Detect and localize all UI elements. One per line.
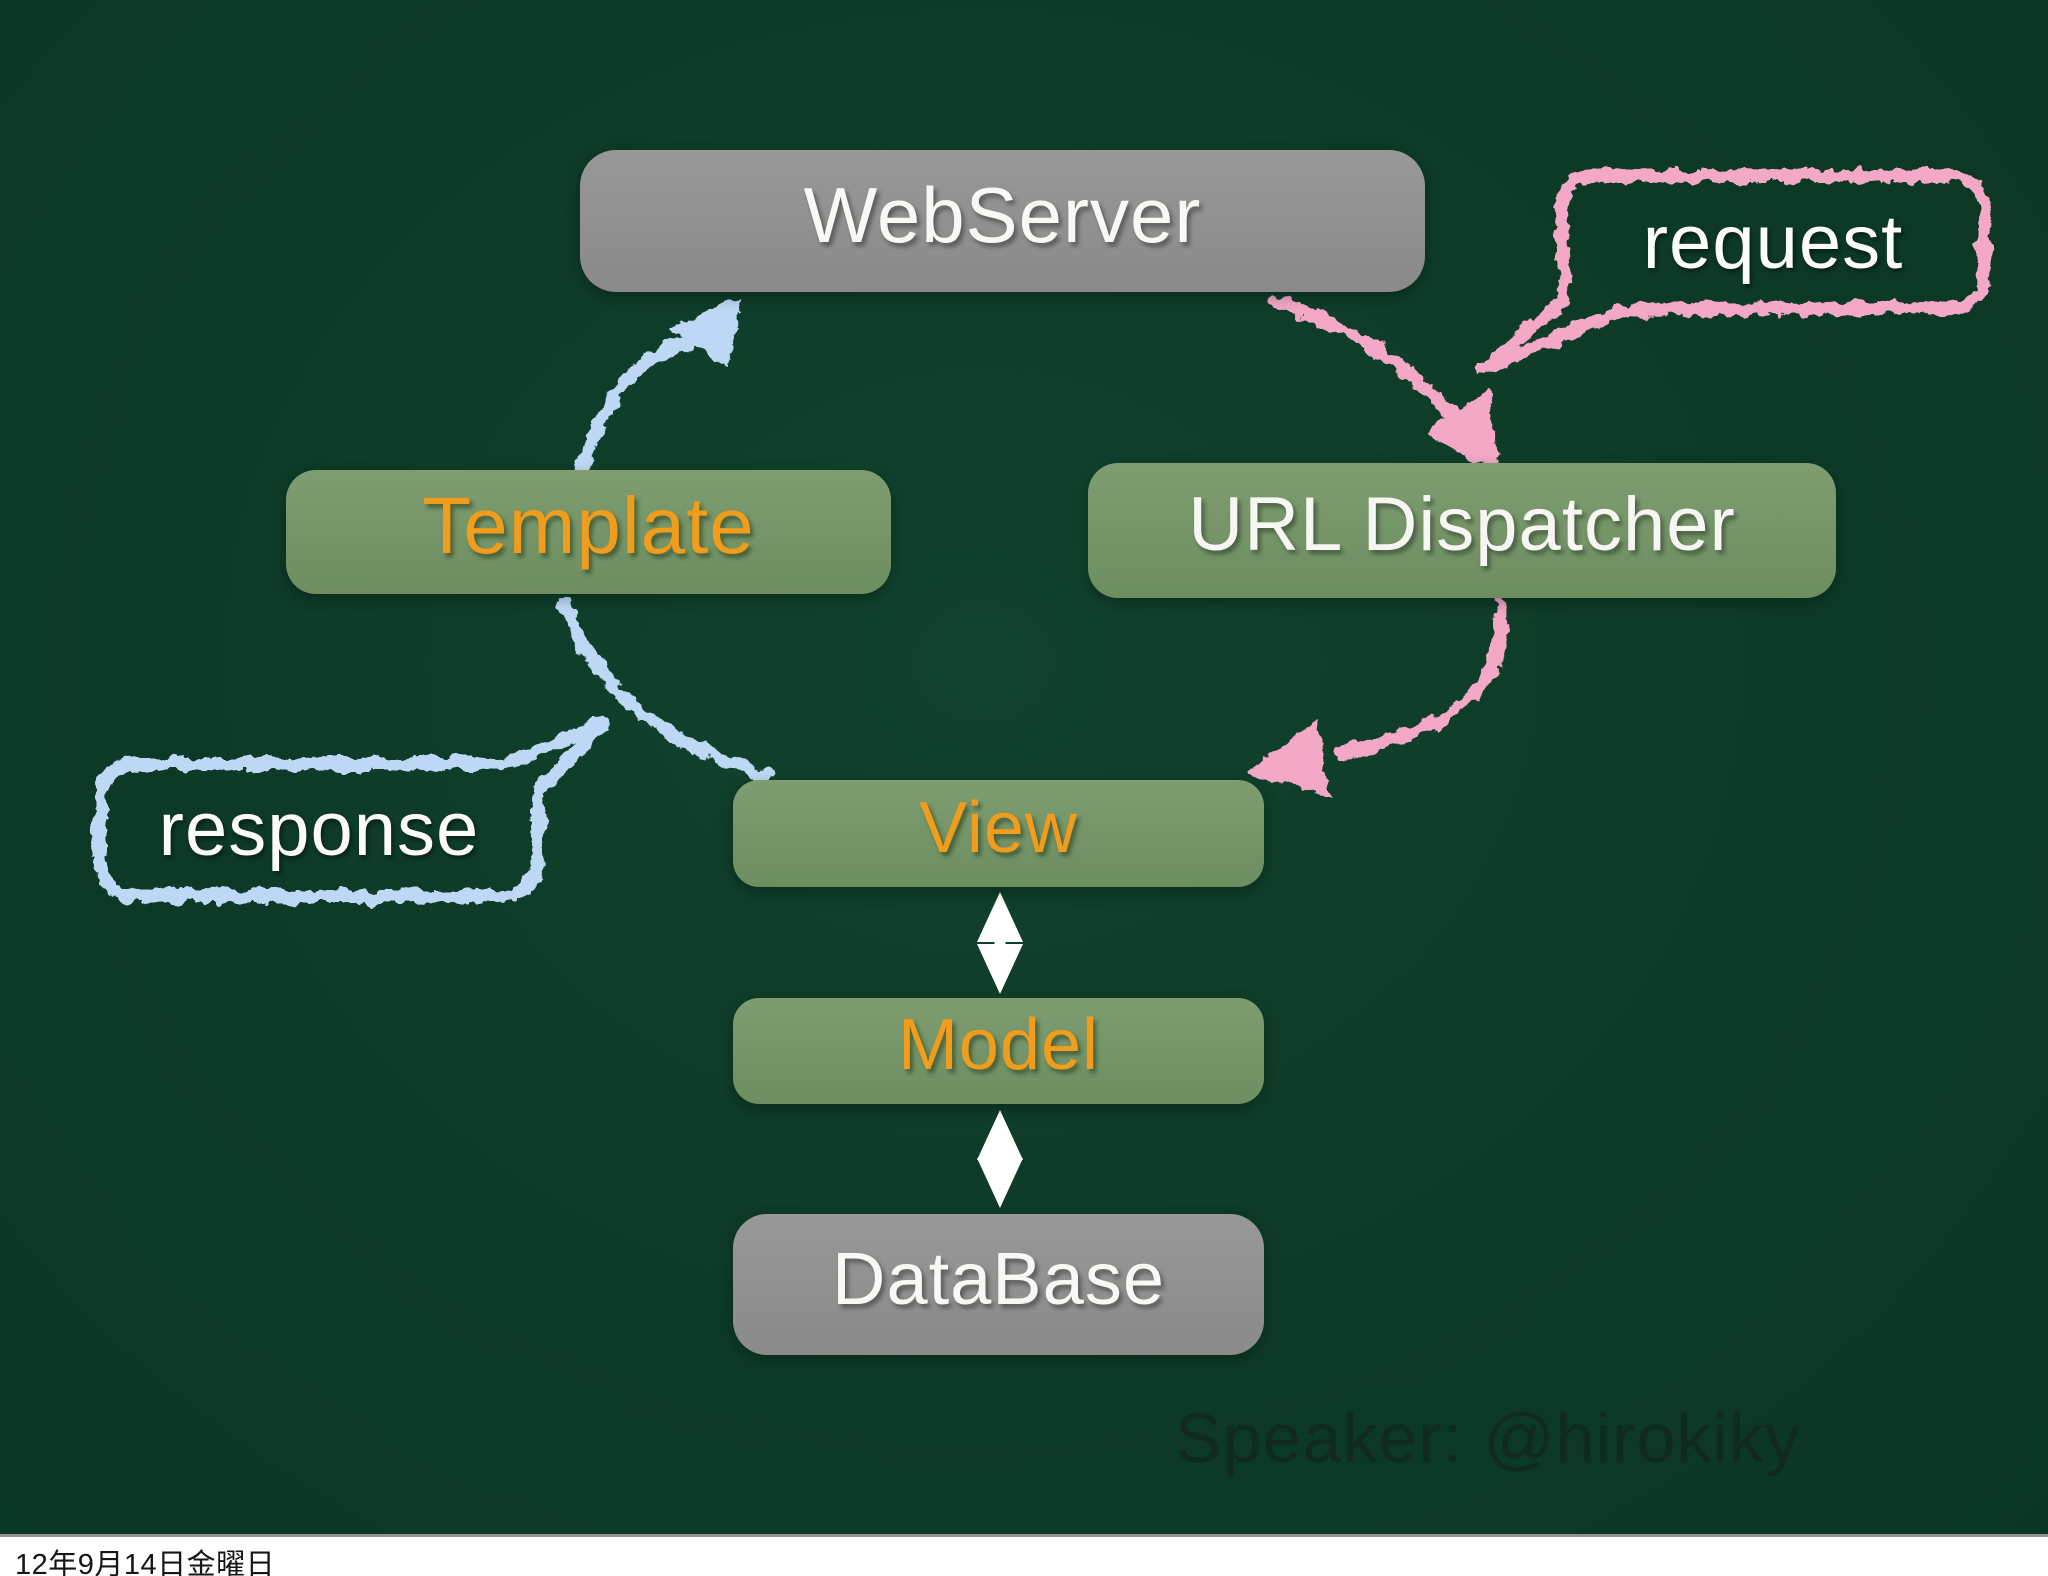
node-webserver-label: WebServer [803, 170, 1202, 259]
arrowhead-template-to-webserver [668, 298, 742, 368]
footer-bar: 12年9月14日金曜日 [0, 1534, 2048, 1576]
node-view: View [733, 780, 1264, 887]
node-url-dispatcher-label: URL Dispatcher [1188, 482, 1736, 567]
node-model-label: Model [897, 1005, 1100, 1085]
arrow-view-to-template [559, 595, 775, 782]
node-url-dispatcher: URL Dispatcher [1088, 463, 1836, 598]
node-template-label: Template [422, 481, 755, 570]
arrowhead-webserver-to-url-dispatcher [1426, 388, 1500, 474]
node-database-label: DataBase [832, 1237, 1165, 1320]
arrow-template-to-webserver [575, 333, 707, 479]
node-webserver: WebServer [580, 150, 1425, 292]
node-database: DataBase [733, 1214, 1264, 1355]
arrow-model-database-bidirectional [977, 1110, 1023, 1208]
response-bubble-label: response [158, 786, 480, 872]
arrow-url-dispatcher-to-view [1333, 597, 1508, 759]
node-view-label: View [919, 787, 1078, 868]
speaker-credit: Speaker: @hirokiky [1175, 1399, 1801, 1477]
node-model: Model [733, 998, 1264, 1104]
request-bubble-label: request [1642, 199, 1904, 285]
arrow-view-model-bidirectional [977, 892, 1023, 994]
arrowhead-url-dispatcher-to-view [1246, 719, 1331, 797]
node-template: Template [286, 470, 891, 594]
footer-date: 12年9月14日金曜日 [15, 1549, 276, 1576]
arrow-webserver-to-url-dispatcher [1268, 295, 1475, 443]
response-bubble-outline [93, 715, 611, 903]
request-bubble-outline [1475, 169, 1991, 377]
